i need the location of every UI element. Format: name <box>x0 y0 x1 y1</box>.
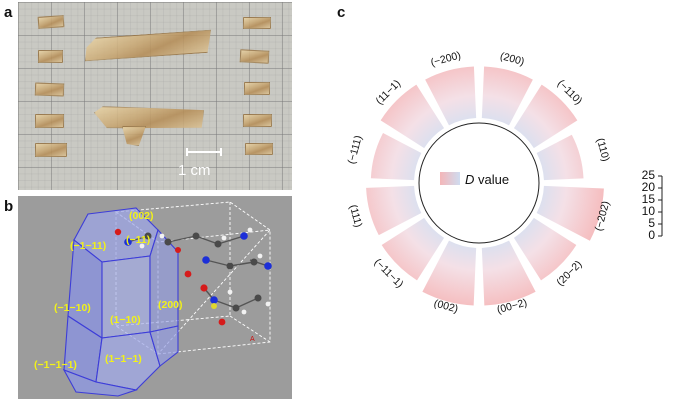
crystal-large <box>94 106 204 130</box>
face-label-m1m111: (−1−11) <box>70 240 107 252</box>
petal-bar <box>536 134 584 181</box>
face-label-m111: (−11) <box>126 234 151 246</box>
scale-bar <box>186 148 222 156</box>
radial-axis-tick-label: 20 <box>642 180 656 194</box>
crystal-polyhedron <box>62 207 179 397</box>
petal-label: (−111) <box>346 134 365 165</box>
petal-label: (−200) <box>429 49 462 69</box>
axis-marker-a: A <box>250 336 255 343</box>
face-label-1m10: (1−10) <box>110 314 141 326</box>
crystal-small <box>34 82 65 97</box>
scale-bar-label: 1 cm <box>178 162 211 179</box>
petal-bar <box>513 217 577 281</box>
crystal-small <box>35 143 67 157</box>
inner-circle <box>418 122 540 244</box>
legend-swatch <box>440 172 460 185</box>
face-label-002: (002) <box>129 210 154 222</box>
panel-a-letter: a <box>4 4 13 21</box>
petal-bar <box>381 217 445 281</box>
radial-axis-tick-label: 25 <box>642 168 656 182</box>
petal-bar <box>370 133 422 181</box>
panel-b-letter: b <box>4 198 14 215</box>
petal-label: (110) <box>594 137 612 163</box>
legend-label: D value <box>465 172 509 187</box>
face-label-m1m1m11: (−1−1−1) <box>34 359 77 371</box>
petal-bar <box>425 66 477 126</box>
crystal-small <box>245 143 273 155</box>
face-label-200: (200) <box>158 299 183 311</box>
petal-bar <box>380 84 445 149</box>
petal-label: (111) <box>347 203 365 228</box>
crystal-small <box>35 114 64 128</box>
radial-axis-tick-label: 5 <box>648 216 655 230</box>
face-label-1m1m1: (1−1−1) <box>105 353 142 365</box>
petal-bar <box>366 185 422 236</box>
petal-bar <box>422 240 477 306</box>
crystal-small <box>244 82 270 95</box>
petal-bar <box>536 185 604 241</box>
crystal-small <box>243 114 272 127</box>
radial-axis-tick-label: 15 <box>642 192 656 206</box>
crystal-small <box>243 17 271 29</box>
radial-axis-tick-label: 10 <box>642 204 656 218</box>
radial-axis-tick-label: 0 <box>648 228 655 242</box>
polar-chart: D value (200)(−110)(110)(−202)(20−2)(00−… <box>346 49 663 316</box>
crystal-small <box>37 15 65 29</box>
petal-bar <box>481 66 533 126</box>
crystal-large <box>83 30 212 62</box>
panel-c-letter: c <box>337 4 346 21</box>
petal-bar <box>513 84 578 149</box>
crystal-photo: 1 cm <box>18 2 292 190</box>
petal-group <box>366 66 604 306</box>
petal-bar <box>481 240 536 306</box>
face-label-m1m110: (−1−10) <box>54 302 91 314</box>
morphology-drawing <box>62 201 272 397</box>
crystal-small <box>38 50 63 63</box>
crystal-fragment <box>122 126 146 146</box>
petal-label: (200) <box>499 50 526 68</box>
molecule-models <box>114 227 272 326</box>
crystal-morphology-panel: (002) (−1−11) (−11) (−1−10) (1−10) (200)… <box>18 196 292 399</box>
crystal-small <box>239 49 270 64</box>
polar-chart-panel: D value (200)(−110)(110)(−202)(20−2)(00−… <box>300 0 682 403</box>
